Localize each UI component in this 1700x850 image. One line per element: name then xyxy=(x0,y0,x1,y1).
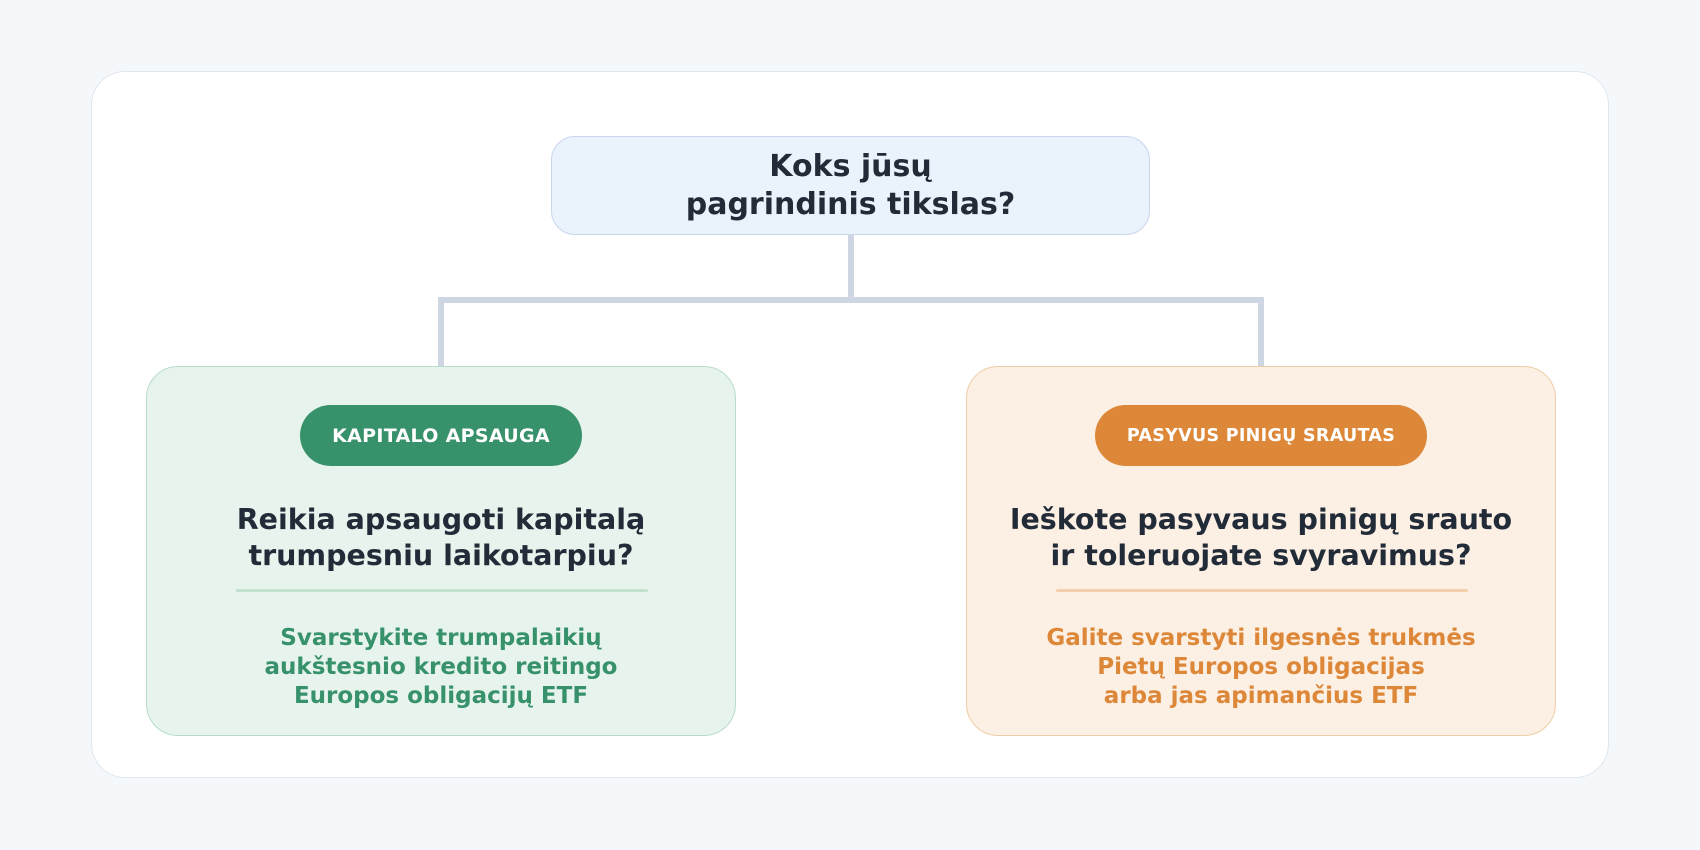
root-question-text: Koks jūsų pagrindinis tikslas? xyxy=(552,148,1149,224)
root-question-node: Koks jūsų pagrindinis tikslas? xyxy=(551,136,1150,235)
divider xyxy=(1056,589,1468,592)
option-capital-protection: KAPITALO APSAUGA Reikia apsaugoti kapita… xyxy=(146,366,736,736)
advice-line: arba jas apimančius ETF xyxy=(1103,683,1419,709)
question-line: trumpesniu laikotarpiu? xyxy=(248,539,634,572)
option-passive-cash-flow: PASYVUS PINIGŲ SRAUTAS Ieškote pasyvaus … xyxy=(966,366,1556,736)
passive-cash-flow-badge: PASYVUS PINIGŲ SRAUTAS xyxy=(1095,405,1427,466)
question-line: Ieškote pasyvaus pinigų srauto xyxy=(1009,503,1513,536)
passive-cash-flow-question: Ieškote pasyvaus pinigų srauto ir toleru… xyxy=(967,502,1555,574)
question-line: Reikia apsaugoti kapitalą xyxy=(236,503,646,536)
passive-cash-flow-advice: Galite svarstyti ilgesnės trukmės Pietų … xyxy=(967,624,1555,711)
advice-line: Svarstykite trumpalaikių xyxy=(280,625,602,651)
divider xyxy=(236,589,648,592)
root-question-line: pagrindinis tikslas? xyxy=(685,186,1016,222)
capital-protection-advice: Svarstykite trumpalaikių aukštesnio kred… xyxy=(147,624,735,711)
capital-protection-badge: KAPITALO APSAUGA xyxy=(300,405,582,466)
question-line: ir toleruojate svyravimus? xyxy=(1050,539,1472,572)
advice-line: aukštesnio kredito reitingo xyxy=(264,654,618,680)
capital-protection-question: Reikia apsaugoti kapitalą trumpesniu lai… xyxy=(147,502,735,574)
advice-line: Galite svarstyti ilgesnės trukmės xyxy=(1046,625,1476,651)
advice-line: Pietų Europos obligacijas xyxy=(1097,654,1425,680)
advice-line: Europos obligacijų ETF xyxy=(293,683,589,709)
root-question-line: Koks jūsų xyxy=(769,148,932,184)
